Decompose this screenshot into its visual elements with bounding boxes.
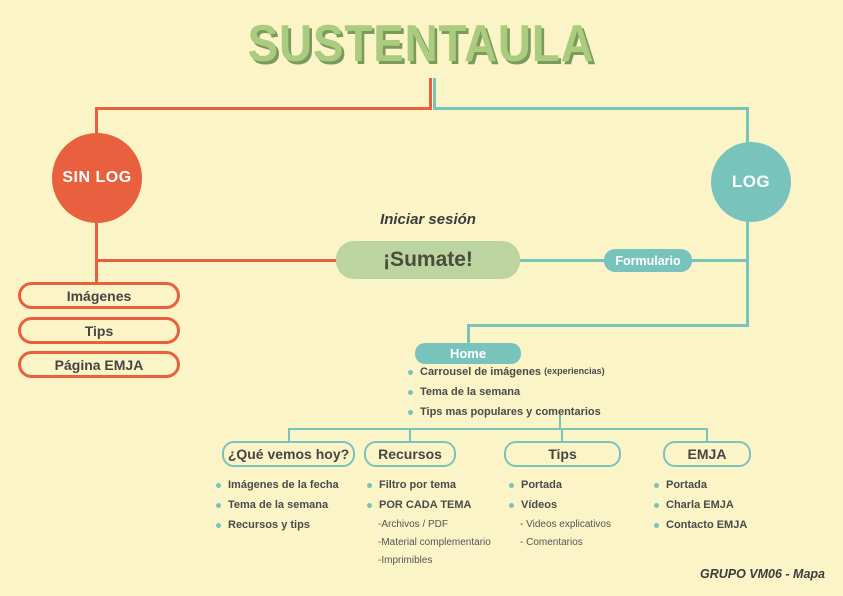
section-bullet-text: Imágenes de la fecha: [228, 479, 339, 491]
connector-home-tree: [559, 415, 561, 429]
node-log: LOG: [711, 142, 791, 222]
connector-title-left: [429, 78, 432, 109]
section-bullet: Charla EMJA: [654, 499, 784, 512]
bullet-dot-icon: [216, 483, 221, 488]
section-subitem: - Videos explicativos: [520, 519, 611, 530]
section-bullet: Recursos y tips: [216, 519, 361, 532]
home-bullet-suffix: (experiencias): [544, 366, 605, 376]
bullet-dot-icon: [654, 503, 659, 508]
sinlog-item-imagenes: Imágenes: [18, 282, 180, 309]
sinlog-item-tips: Tips: [18, 317, 180, 344]
section-bullets-emja: Portada Charla EMJA Contacto EMJA: [654, 479, 784, 539]
sinlog-item-pagina-emja: Página EMJA: [18, 351, 180, 378]
bullet-dot-icon: [654, 483, 659, 488]
node-sumate: ¡Sumate!: [336, 241, 520, 279]
section-bullet: Imágenes de la fecha: [216, 479, 361, 492]
section-bullet-text: POR CADA TEMA: [379, 499, 472, 511]
connector-top-teal: [433, 107, 749, 110]
home-bullet: Tema de la semana: [408, 386, 638, 399]
node-sin-log: SIN LOG: [52, 133, 142, 223]
section-bullet-text: Charla EMJA: [666, 499, 734, 511]
section-bullet: Tema de la semana: [216, 499, 361, 512]
node-formulario: Formulario: [604, 249, 692, 272]
section-bullet: Filtro por tema: [367, 479, 502, 492]
home-bullet-list: Carrousel de imágenes (experiencias) Tem…: [408, 366, 638, 426]
home-bullet-text: Tips mas populares y comentarios: [420, 406, 601, 418]
bullet-dot-icon: [367, 483, 372, 488]
home-bullet-text: Tema de la semana: [420, 386, 521, 398]
title-wrap: SUSTENTAULA: [0, 14, 843, 74]
section-bullet-text: Portada: [521, 479, 562, 491]
section-box-emja: EMJA: [663, 441, 751, 467]
section-bullets-que-vemos-hoy: Imágenes de la fecha Tema de la semana R…: [216, 479, 361, 539]
section-bullet-text: Tema de la semana: [228, 499, 329, 511]
connector-to-log: [746, 107, 749, 149]
bullet-dot-icon: [216, 503, 221, 508]
section-bullet: POR CADA TEMA: [367, 499, 502, 512]
section-box-que-vemos-hoy: ¿Qué vemos hoy?: [222, 441, 355, 467]
bullet-dot-icon: [367, 503, 372, 508]
connector-stub-recursos: [409, 428, 411, 442]
home-bullet: Carrousel de imágenes (experiencias): [408, 366, 638, 379]
bullet-dot-icon: [408, 410, 413, 415]
section-bullet-text: Recursos y tips: [228, 519, 310, 531]
bullet-dot-icon: [509, 483, 514, 488]
section-bullet-text: Filtro por tema: [379, 479, 457, 491]
section-subitem: -Imprimibles: [378, 555, 433, 566]
section-bullet: Portada: [509, 479, 639, 492]
section-box-tips: Tips: [504, 441, 621, 467]
section-bullet: Portada: [654, 479, 784, 492]
connector-sinlog-sumate: [95, 259, 337, 262]
section-bullet-text: Contacto EMJA: [666, 519, 748, 531]
connector-to-sinlog: [95, 107, 98, 141]
section-box-recursos: Recursos: [364, 441, 456, 467]
connector-home-stub: [467, 324, 470, 344]
footer-credit: GRUPO VM06 - Mapa: [699, 567, 825, 581]
connector-sinlog-down: [95, 220, 98, 286]
connector-stub-quevemos: [288, 428, 290, 442]
section-bullet: Contacto EMJA: [654, 519, 784, 532]
bullet-dot-icon: [408, 390, 413, 395]
section-bullets-recursos: Filtro por tema POR CADA TEMA -Archivos …: [367, 479, 502, 573]
connector-log-home: [467, 324, 749, 327]
section-subitem: - Comentarios: [520, 537, 583, 548]
section-bullet-text: Portada: [666, 479, 707, 491]
section-bullets-tips: Portada Vídeos - Videos explicativos - C…: [509, 479, 639, 555]
home-bullet-text: Carrousel de imágenes: [420, 366, 542, 378]
bullet-dot-icon: [216, 523, 221, 528]
bullet-dot-icon: [654, 523, 659, 528]
bullet-dot-icon: [509, 503, 514, 508]
section-bullet: Vídeos: [509, 499, 639, 512]
home-bullet: Tips mas populares y comentarios: [408, 406, 638, 419]
connector-tree-branch: [288, 428, 708, 430]
node-home: Home: [415, 343, 521, 364]
section-bullet-text: Vídeos: [521, 499, 558, 511]
connector-top-orange: [95, 107, 432, 110]
connector-stub-tips: [561, 428, 563, 442]
section-subitem: -Archivos / PDF: [378, 519, 449, 530]
page-title: SUSTENTAULA: [248, 15, 595, 73]
section-subitem: -Material complementario: [378, 537, 491, 548]
connector-title-right: [433, 78, 436, 109]
bullet-dot-icon: [408, 370, 413, 375]
connector-log-down: [746, 219, 749, 327]
label-iniciar-sesion: Iniciar sesión: [380, 211, 476, 228]
connector-stub-emja: [706, 428, 708, 442]
